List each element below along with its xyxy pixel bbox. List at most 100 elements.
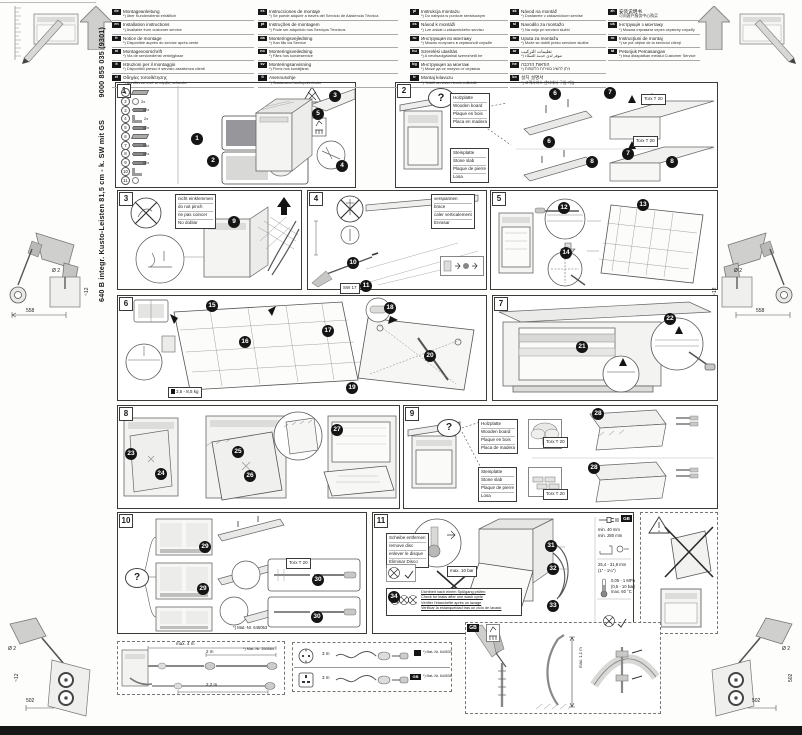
legend-title: Monteringsvejledning [269,35,313,41]
language-code-badge: pl [410,9,419,15]
screw-part-icon [132,152,143,155]
spec-line: (0,5 - 10 bar) [611,583,636,589]
language-code-badge: fr [112,35,121,42]
panel-number: 3 [119,192,133,206]
check-line: Check for leaks after one wash cycle [421,595,483,600]
part-item: 11 [121,175,177,185]
question-bubble: ? [125,568,149,588]
drill-distance-dim: 558 [756,308,765,314]
step-badge: 28 [588,462,600,474]
legend-note: *) A vevőszolgálatnál szerezhető be [421,53,483,59]
step-badge: 4 [336,160,348,172]
hose-extension-box [117,641,285,695]
torx-label: Torx T 20 [543,489,568,500]
legend-note: *) Yetkili servisten temin edilebilir [421,79,478,85]
document-number: 9000 855 035 (9301) [97,26,106,98]
level-adjust-icon [440,256,484,276]
torx-label: Torx T 20 [543,437,568,448]
legend-title: 安装说明书 [619,9,642,14]
orientation-arrow-icon [80,6,112,50]
language-code-badge: hu [410,48,419,55]
note-line: brace [434,204,472,212]
tool-distance-dim: 502 [26,698,35,704]
tool-distance-dim: 502 [752,698,761,704]
language-code-badge: no [258,48,267,55]
note-line: Holzplatte [453,95,488,103]
note-line: verspannen [434,196,472,204]
torx-label: Torx T 20 [633,136,658,147]
orientation-arrow-icon [698,6,730,50]
step-badge: 28 [592,408,604,420]
spec-line: 25,4 - 31,8 mm [598,562,627,567]
max-pressure-text: max. 10 bar [450,568,474,573]
cord-box-divider [294,667,450,668]
language-code-badge: da [258,35,267,42]
cord-length-1: 3 m [322,651,330,656]
panel-5-sketch [498,198,704,287]
language-code-badge: pt [258,22,267,28]
legend-title: Návod k montáži [421,22,456,28]
step-badge: 15 [206,300,218,312]
step-badge: 6 [543,136,555,148]
foil-part-icon [130,133,150,139]
part-number: 7 [121,140,130,150]
step-badge: 3 [329,90,341,102]
step-badge: 33 [547,600,559,612]
step-badge: 34 [388,591,400,603]
panel-1: 1 [115,82,356,188]
language-code-badge: tr [410,75,419,81]
part-qty: 2x [145,151,150,157]
panel-1-sketch [177,86,355,185]
language-code-badge: uk [608,22,617,28]
step-badge: 32 [547,563,559,575]
language-code-badge: hr [510,35,519,42]
note-line: Scheibe entfernen [389,535,426,543]
step-badge: 23 [125,448,137,460]
question-bubble: ? [437,419,461,437]
panel-6-sketch [125,297,475,391]
step-badge: 13 [637,199,649,211]
panel-6: 6 [117,295,487,401]
no-tools-warning-icon [386,564,416,582]
note-line: nicht einklemmen [178,196,214,204]
legend-title: تعليمات التركيب [521,48,552,54]
panel-number: 4 [309,192,323,206]
step-badge: 25 [232,446,244,458]
spec-line: 0,05 - 1 MPa [611,578,635,583]
part-number: 5 [121,123,130,133]
step-badge: 30 [311,611,323,623]
step-badge: 16 [239,336,251,348]
wrench-size-text: SW 17 [343,285,357,290]
power-cord-sketch [335,651,409,661]
weight-icon [171,389,175,395]
note-line: Placa en madera [453,118,488,124]
language-code-badge: ro [608,35,617,42]
leak-check-texts: Dichtheit nach einem Spülgang prüfen Che… [421,590,501,613]
spec-line: min. 40 mm [598,527,620,532]
drill-depth-dim: ~12 [84,287,90,296]
check-line: Dichtheit nach einem Spülgang prüfen [421,590,486,594]
note-line: Wooden board [453,103,488,111]
legend-title: Szerelési utasítás [421,48,458,54]
panel-number: 6 [119,297,133,311]
panel-number: 5 [492,192,506,206]
legend-title: Petunjuk Pemasangan [619,48,666,54]
drill-sketch [9,232,81,318]
part-number: 2 [121,96,130,106]
legend-note: *) Kan fås via Service [269,39,307,45]
hose-extension-sketch [121,646,278,694]
screw-part-icon [132,161,143,164]
legend-note: *) se pot obţine de la serviciul clienţi [619,39,681,45]
